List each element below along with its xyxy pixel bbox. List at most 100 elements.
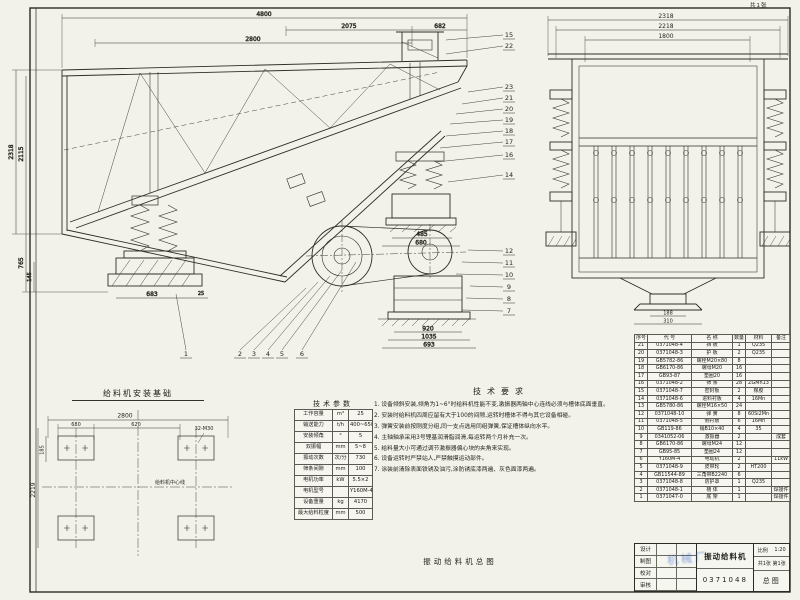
callout-number: 2 [238, 350, 242, 358]
param-unit [332, 486, 349, 498]
part-note [771, 447, 791, 457]
parts-row: 13 GB5780-86 螺栓M16×50 24 [634, 402, 791, 411]
title-block-field-row: 校对 [635, 567, 697, 580]
param-value: 4170 [348, 497, 373, 509]
deck-door-2 [306, 191, 326, 207]
part-name: 销B10×40 [691, 425, 733, 434]
part-name: 皮带轮 [691, 463, 733, 472]
coil-spring [424, 160, 444, 190]
part-note [771, 387, 791, 396]
callout-number: 8 [507, 295, 511, 303]
field-label: 制图 [635, 555, 657, 567]
part-code: 0371047-0 [647, 493, 692, 503]
callout-number: 12 [505, 247, 513, 255]
dim-height-inner: 2115 [18, 146, 25, 161]
parts-header: 序号 [634, 334, 648, 343]
part-no: 6 [634, 455, 648, 465]
param-value: 500 [348, 508, 373, 520]
part-note [771, 409, 791, 419]
parts-row: 21 0371048-4 挡 板 1 Q235 [634, 341, 791, 351]
bolt-note: 32-M30 [195, 426, 214, 432]
parts-row: 2 0371048-1 槽 体 1 焊接件 [634, 485, 791, 495]
part-material: HT200 [745, 463, 772, 472]
part-code: GB119-86 [647, 425, 692, 434]
part-material: 16Mn [745, 417, 772, 427]
param-unit: ° [332, 431, 349, 443]
part-no: 21 [634, 341, 648, 351]
parts-row: 18 GB6170-86 螺母M20 16 [634, 364, 791, 373]
part-name: 垫圈20 [691, 371, 733, 381]
part-material [745, 356, 772, 366]
dim-motor-2: 1035 [421, 334, 436, 341]
field-blank [657, 579, 678, 590]
base-plate [385, 217, 457, 226]
param-unit: kW [332, 475, 349, 487]
part-qty: 6 [732, 417, 746, 427]
part-qty: 8 [732, 356, 746, 366]
part-name: 挡 板 [691, 341, 733, 351]
parts-row: 3 0371048-8 防护罩 1 Q235 [634, 478, 791, 487]
part-note [771, 470, 791, 480]
part-material: Q235 [745, 349, 772, 358]
dim-base-height: 765 [18, 257, 25, 269]
part-qty: 1 [732, 493, 746, 503]
right-side-springs [759, 89, 791, 247]
discharge-funnel: 188 310 [619, 277, 717, 325]
sheet-info: 共1张 第1张 [757, 560, 786, 567]
params-row: 电机型号 Y160M-4 [294, 486, 373, 498]
params-row: 最大给料粒度 mm 500 [294, 508, 373, 520]
scale-label: 比例 [757, 547, 768, 554]
tech-requirement-item: 1. 设备倾斜安装,倾角为1~6°时给料机性能不变,激振器两轴中心连线必须与槽体… [374, 402, 609, 408]
dim-pad-gap: 620 [131, 422, 141, 428]
foundation-title: 给料机安装基础 [72, 388, 204, 401]
part-material [745, 440, 772, 449]
part-qty: 6 [732, 470, 746, 480]
part-material [745, 470, 772, 480]
param-name: 设备重量 [294, 497, 333, 509]
field-label: 设计 [635, 544, 657, 555]
right-spring-support [385, 151, 457, 233]
title-block: 设计 制图 校对 审核 振动给料机 037 [634, 543, 790, 592]
bar-pins [593, 150, 743, 203]
part-no: 20 [634, 349, 648, 358]
part-qty: 2 [732, 387, 746, 396]
foundation-block [115, 257, 195, 275]
part-name: 螺母M20 [691, 364, 733, 373]
part-callouts: 15 22 23 21 20 19 18 17 16 14 12 11 10 9… [175, 31, 515, 359]
pedestal [391, 193, 451, 219]
part-material [745, 402, 772, 411]
callout-number: 7 [507, 307, 511, 315]
part-note [771, 417, 791, 427]
part-material: ZGMn13 [745, 379, 772, 389]
part-material [745, 364, 772, 373]
callout-number: 18 [505, 127, 513, 135]
param-unit: 次/分 [332, 453, 349, 465]
parts-list: 序号 代 号 名 称 数量 材料 备注 21 0371048-4 挡 板 1 Q… [634, 334, 791, 503]
part-code: GB11544-89 [647, 470, 692, 480]
field-blank [677, 568, 696, 579]
ground-hatching [381, 318, 470, 327]
title-block-field-row: 审核 [635, 579, 697, 591]
part-qty: 12 [732, 447, 746, 457]
callout-number: 3 [252, 350, 256, 358]
callout-number: 5 [280, 350, 284, 358]
part-no: 8 [634, 440, 648, 449]
callout-number: 10 [505, 271, 513, 279]
callout-number: 6 [300, 350, 304, 358]
title-block-field-row: 制图 [635, 555, 697, 568]
callout-number: 19 [505, 116, 513, 124]
part-code: 0371048-9 [647, 463, 692, 472]
end-view-dim-lines [548, 19, 788, 41]
dim-support-base: 680 [415, 240, 427, 247]
part-name: 垫圈24 [691, 447, 733, 457]
part-no: 9 [634, 432, 648, 442]
callout-number: 4 [266, 350, 270, 358]
param-unit: mm [332, 442, 349, 454]
params-table: 工作容量 m³ 25 输送能力 t/h 400~650 安装倾角 ° 5 [294, 409, 373, 520]
parts-header-row: 序号 代 号 名 称 数量 材料 备注 [634, 334, 791, 343]
dim-width-outer: 2318 [658, 13, 673, 20]
scale-value: 1:20 [774, 547, 786, 554]
part-note [771, 349, 791, 358]
dim-motor-1: 920 [422, 326, 434, 333]
coil-spring [766, 98, 784, 138]
